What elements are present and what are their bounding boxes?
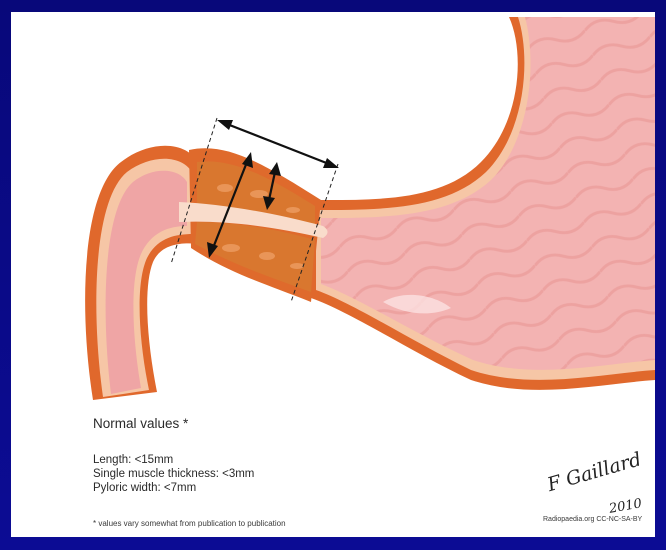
signature-year: 2010 [608,496,643,517]
muscle-thickness-value: Single muscle thickness: <3mm [93,468,254,481]
author-signature: F Gaillard 2010 [547,474,655,516]
normal-values-heading: Normal values * [93,416,188,431]
length-value: Length: <15mm [93,454,173,467]
footnote: * values vary somewhat from publication … [93,519,286,528]
illustration-panel: Normal values * Length: <15mm Single mus… [11,12,655,537]
license-credit: Radiopaedia.org CC-NC-SA-BY [543,516,642,523]
pyloric-width-value: Pyloric width: <7mm [93,482,196,495]
